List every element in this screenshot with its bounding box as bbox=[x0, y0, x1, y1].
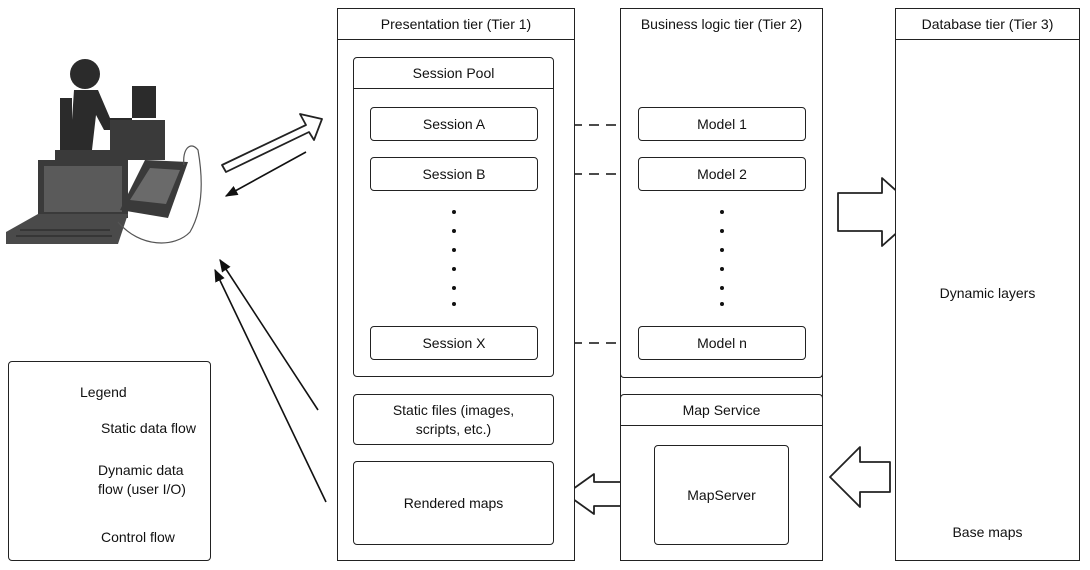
session-a: Session A bbox=[370, 107, 538, 141]
models-container bbox=[620, 38, 823, 378]
static-files-arrow bbox=[219, 258, 319, 411]
session-ellipsis bbox=[450, 210, 458, 310]
user-workstation-icon bbox=[6, 59, 202, 244]
session-x: Session X bbox=[370, 326, 538, 360]
user-input-arrow bbox=[221, 113, 323, 173]
session-b: Session B bbox=[370, 157, 538, 191]
legend-title: Legend bbox=[80, 384, 127, 400]
legend-dynamic-label-2: flow (user I/O) bbox=[98, 481, 186, 497]
legend-static-label: Static data flow bbox=[101, 420, 196, 436]
map-service-title: Map Service bbox=[621, 395, 822, 426]
database-to-mapservice-arrow bbox=[829, 446, 891, 508]
legend-dynamic-label-1: Dynamic data bbox=[98, 462, 184, 478]
legend-control-label: Control flow bbox=[101, 529, 175, 545]
database-tier: Database tier (Tier 3) bbox=[895, 8, 1080, 561]
rendered-maps-arrow bbox=[214, 268, 327, 503]
static-files-box: Static files (images, scripts, etc.) bbox=[353, 394, 554, 445]
model-ellipsis bbox=[718, 210, 726, 310]
model-1: Model 1 bbox=[638, 107, 806, 141]
response-arrow bbox=[224, 151, 307, 197]
rendered-maps-box: Rendered maps bbox=[353, 461, 554, 545]
legend-box bbox=[8, 361, 211, 561]
mapserver-box: MapServer bbox=[654, 445, 789, 545]
business-tier-title: Business logic tier (Tier 2) bbox=[621, 9, 822, 40]
dynamic-layers-label: Dynamic layers bbox=[939, 285, 1036, 301]
session-pool-title: Session Pool bbox=[354, 58, 553, 89]
base-maps-label: Base maps bbox=[952, 524, 1023, 540]
model-n: Model n bbox=[638, 326, 806, 360]
presentation-tier-title: Presentation tier (Tier 1) bbox=[338, 9, 574, 40]
database-tier-title: Database tier (Tier 3) bbox=[896, 9, 1079, 40]
model-2: Model 2 bbox=[638, 157, 806, 191]
